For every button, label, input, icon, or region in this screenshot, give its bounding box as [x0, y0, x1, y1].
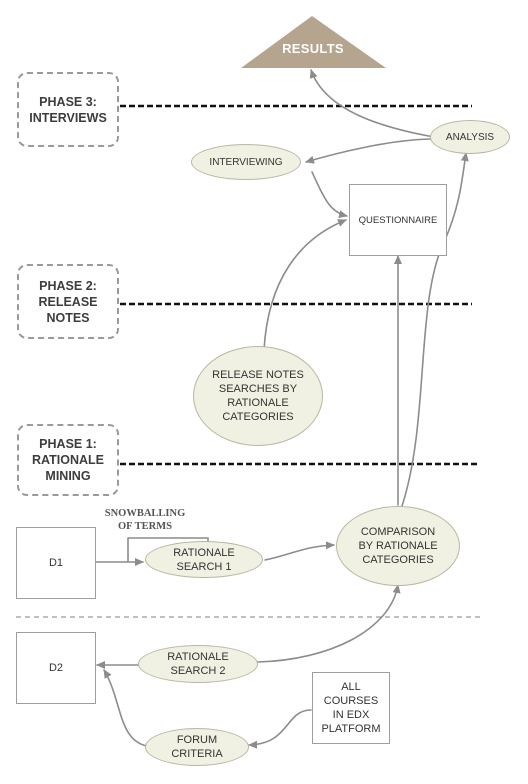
- arrow-search1-to-comparison: [264, 541, 335, 561]
- arrow-interviewing-to-questionnaire: [311, 171, 348, 219]
- comparison-node: COMPARISON BY RATIONALE CATEGORIES: [336, 506, 460, 586]
- d2-box: D2: [16, 632, 96, 704]
- phase2-box: PHASE 2: RELEASE NOTES: [17, 264, 119, 339]
- forum-criteria-node: FORUM CRITERIA: [145, 728, 249, 766]
- interviewing-node: INTERVIEWING: [191, 144, 301, 180]
- rationale-search-2-node: RATIONALE SEARCH 2: [138, 645, 258, 683]
- phase3-box: PHASE 3: INTERVIEWS: [17, 72, 119, 147]
- questionnaire-box: QUESTIONNAIRE: [349, 184, 447, 256]
- arrow-courses-to-forum: [248, 709, 312, 749]
- snowballing-label: SNOWBALLING OF TERMS: [104, 508, 186, 532]
- arrow-forum-to-d2: [103, 669, 148, 747]
- arrow-releasenotes-to-questionnaire: [263, 219, 347, 351]
- results-label: RESULTS: [282, 41, 344, 56]
- all-courses-box: ALL COURSES IN EDX PLATFORM: [312, 672, 390, 744]
- d1-box: D1: [16, 527, 96, 599]
- arrow-analysis-to-results: [309, 69, 441, 139]
- rationale-search-1-node: RATIONALE SEARCH 1: [145, 541, 263, 578]
- arrow-comparison-to-analysis: [401, 152, 469, 507]
- results-triangle: [241, 16, 386, 68]
- arrow-analysis-to-interviewing: [305, 138, 431, 164]
- arrow-search2-to-comparison: [257, 584, 401, 663]
- analysis-node: ANALYSIS: [430, 120, 510, 154]
- release-notes-searches-node: RELEASE NOTES SEARCHES BY RATIONALE CATE…: [193, 346, 323, 446]
- phase1-box: PHASE 1: RATIONALE MINING: [17, 424, 119, 496]
